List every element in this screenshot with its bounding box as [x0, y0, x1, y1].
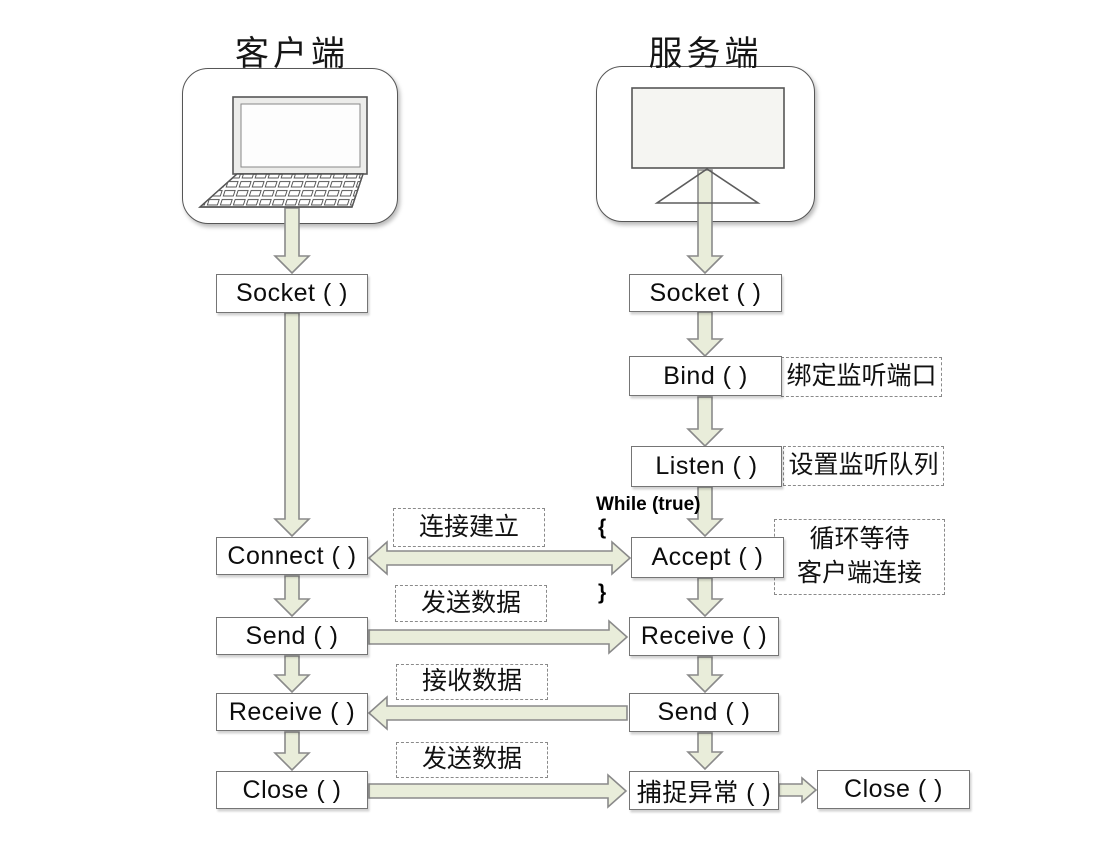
client-title: 客户端: [235, 36, 349, 73]
arrow-client-socket-to-connect: [273, 312, 311, 538]
note-accept-loop-line1: 循环等待: [809, 526, 910, 554]
laptop-icon: [198, 96, 368, 208]
link-label-send-data-top: 发送数据: [395, 585, 547, 622]
note-accept-loop: 循环等待 客户端连接: [774, 519, 945, 595]
arrow-client-connect-to-send: [273, 575, 311, 618]
server-step-catch-exception: 捕捉异常 ( ): [629, 771, 779, 810]
arrow-server-device-to-socket: [686, 169, 724, 275]
arrow-client-device-to-socket: [273, 207, 311, 275]
arrow-client-close-to-catch: [368, 773, 628, 809]
server-step-send: Send ( ): [629, 693, 779, 732]
arrow-client-receive-to-close: [273, 731, 311, 772]
monitor-icon: [631, 87, 785, 204]
arrow-server-receive-to-send: [686, 656, 724, 694]
client-step-receive: Receive ( ): [216, 693, 368, 731]
server-step-receive: Receive ( ): [629, 617, 779, 656]
arrow-server-bind-to-listen: [686, 396, 724, 448]
note-listen-queue: 设置监听队列: [783, 446, 944, 486]
server-step-close: Close ( ): [817, 770, 970, 809]
server-step-accept: Accept ( ): [631, 537, 784, 578]
server-step-listen: Listen ( ): [631, 446, 782, 487]
arrow-server-accept-to-receive: [686, 577, 724, 618]
close-brace: }: [598, 581, 607, 604]
link-label-connection-established: 连接建立: [393, 508, 545, 547]
client-step-connect: Connect ( ): [216, 537, 368, 575]
client-step-send: Send ( ): [216, 617, 368, 655]
client-step-socket: Socket ( ): [216, 274, 368, 313]
arrow-catch-to-server-close: [778, 776, 818, 804]
arrow-server-send-to-catch: [686, 732, 724, 771]
client-step-close: Close ( ): [216, 771, 368, 809]
server-title: 服务端: [648, 36, 763, 73]
link-label-send-data-bottom: 发送数据: [396, 742, 548, 778]
arrow-client-send-to-server-receive: [368, 619, 629, 655]
server-step-socket: Socket ( ): [629, 274, 782, 312]
arrow-server-send-to-client-receive: [367, 695, 628, 731]
server-step-bind: Bind ( ): [629, 356, 782, 396]
arrow-connect-accept-bidirectional: [367, 540, 632, 576]
arrow-server-socket-to-bind: [686, 311, 724, 358]
arrow-server-listen-to-accept: [686, 486, 724, 538]
while-true-label: While (true): [596, 494, 701, 515]
open-brace: {: [598, 516, 607, 539]
note-accept-loop-line2: 客户端连接: [796, 560, 922, 587]
monitor-stand: [654, 168, 761, 204]
note-bind-port: 绑定监听端口: [781, 357, 942, 397]
arrow-client-send-to-receive: [273, 655, 311, 694]
link-label-receive-data: 接收数据: [396, 664, 548, 700]
